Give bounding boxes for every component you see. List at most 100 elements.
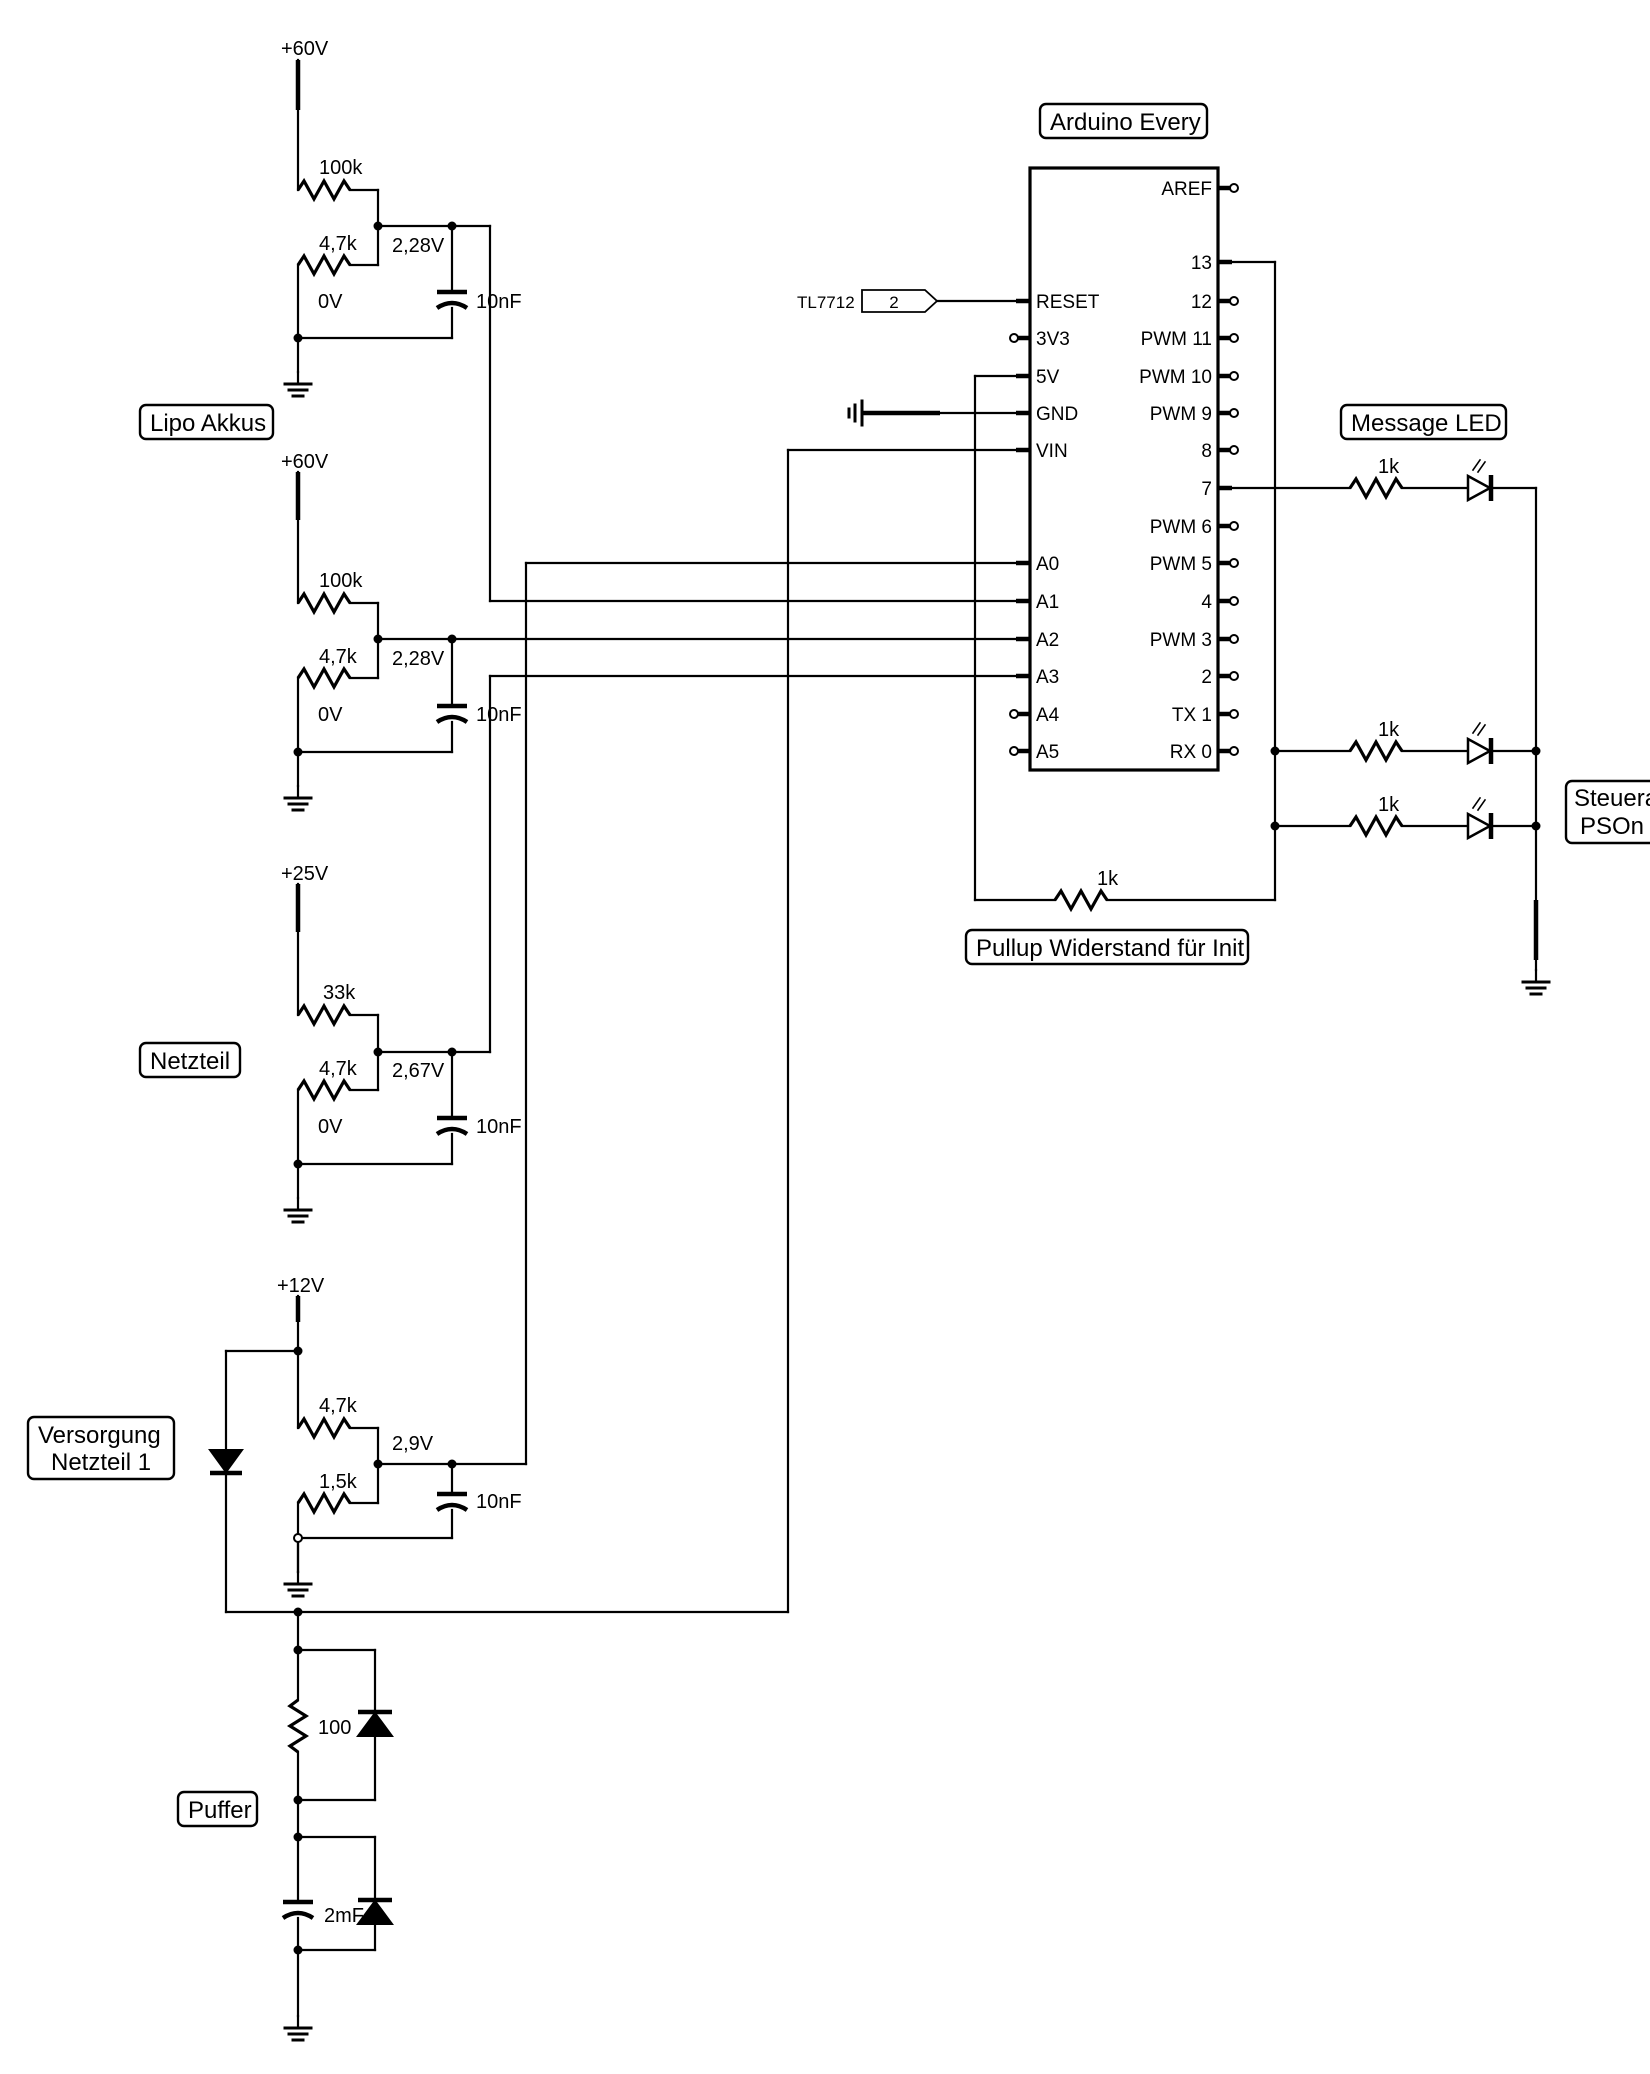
arduino-pin-a0: A0 xyxy=(1016,554,1059,575)
pin-terminal xyxy=(1229,634,1239,644)
capacitor-value: 10nF xyxy=(476,291,522,313)
zero-volt: 0V xyxy=(318,704,343,726)
resistor-top xyxy=(296,1004,352,1026)
ground-icon xyxy=(283,370,313,398)
diode-icon xyxy=(208,1449,244,1474)
arduino-pin-pwm-10: PWM 10 xyxy=(1139,367,1239,388)
resistor-bottom-value: 1,5k xyxy=(319,1471,358,1493)
arduino-pin-gnd: GND xyxy=(1016,404,1078,425)
resistor-bottom-value: 4,7k xyxy=(319,1058,358,1080)
led-icon xyxy=(1466,736,1493,766)
led-resistor xyxy=(1348,815,1404,837)
pin-terminal xyxy=(1229,183,1239,193)
divider-block-2: +60V 100k 4,7k 2,28V 0V 10nF xyxy=(281,451,1032,812)
resistor-bottom-value: 4,7k xyxy=(319,233,358,255)
svg-text:Versorgung: Versorgung xyxy=(38,1422,161,1449)
pin-terminal xyxy=(1009,746,1019,756)
versorgung-label: Versorgung Netzteil 1 xyxy=(26,1415,176,1481)
pin-terminal xyxy=(1229,296,1239,306)
pin-terminal xyxy=(1229,671,1239,681)
pin-label: 2 xyxy=(1201,667,1212,688)
arduino-pin-pwm-6: PWM 6 xyxy=(1150,517,1239,538)
pin-terminal xyxy=(1229,596,1239,606)
divider-block-1: +60V 100k 4,7k 2,28V 0V 10nF xyxy=(281,38,522,398)
arduino-pin-vin: VIN xyxy=(1016,441,1068,462)
resistor-top-value: 100k xyxy=(319,157,363,179)
arduino-title-box xyxy=(1038,102,1209,140)
arduino-pin-pwm-9: PWM 9 xyxy=(1150,404,1239,425)
arduino-title: Arduino Every xyxy=(1050,109,1201,136)
pin-label: 3V3 xyxy=(1036,329,1070,350)
resistor-top xyxy=(296,179,352,201)
arduino-pin-3v3: 3V3 xyxy=(1009,329,1070,350)
arduino-pin-a4: A4 xyxy=(1009,705,1060,726)
puffer-resistor-value: 100 xyxy=(318,1717,351,1739)
arduino-pin-pwm-3: PWM 3 xyxy=(1150,630,1239,651)
pin-terminal xyxy=(1009,709,1019,719)
arduino-pin-pwm-5: PWM 5 xyxy=(1150,554,1239,575)
steuer-label-2: PSOn xyxy=(1580,813,1644,840)
ground-icon xyxy=(1521,968,1551,996)
reset-net-label: TL7712 xyxy=(797,293,855,312)
zero-volt: 0V xyxy=(318,291,343,313)
led-row-2: 1k xyxy=(1273,719,1538,766)
divider-voltage: 2,9V xyxy=(392,1433,434,1455)
capacitor-value: 10nF xyxy=(476,1491,522,1513)
pin-label: RX 0 xyxy=(1170,742,1212,763)
pullup-label: Pullup Widerstand für Init xyxy=(976,935,1244,962)
resistor-top xyxy=(296,1417,352,1439)
pin-label: A2 xyxy=(1036,630,1059,651)
pin-label: PWM 6 xyxy=(1150,517,1212,538)
pin-terminal xyxy=(1229,371,1239,381)
arduino-pin-12: 12 xyxy=(1191,292,1239,313)
pin-label: PWM 9 xyxy=(1150,404,1212,425)
pin-label: VIN xyxy=(1036,441,1068,462)
resistor-bottom xyxy=(296,1079,352,1101)
arduino-pin-reset: RESET xyxy=(1016,292,1100,313)
arduino-pin-a5: A5 xyxy=(1009,742,1059,763)
arduino-pin-13: 13 xyxy=(1191,253,1232,274)
pin-label: PWM 5 xyxy=(1150,554,1212,575)
pin-label: A1 xyxy=(1036,592,1059,613)
pin-label: 5V xyxy=(1036,367,1060,388)
pin-label: TX 1 xyxy=(1172,705,1212,726)
led-row-3: 1k xyxy=(1273,794,1538,841)
arduino-pin-rx-0: RX 0 xyxy=(1170,742,1239,763)
arduino-pin-pwm-11: PWM 11 xyxy=(1141,329,1239,350)
pin-label: PWM 3 xyxy=(1150,630,1212,651)
pin-label: 8 xyxy=(1201,441,1212,462)
resistor-top-value: 4,7k xyxy=(319,1395,358,1417)
pin-label: 7 xyxy=(1201,479,1212,500)
resistor-bottom xyxy=(296,1492,352,1514)
zero-volt: 0V xyxy=(318,1116,343,1138)
capacitor xyxy=(437,706,467,722)
pullup-resistor-value: 1k xyxy=(1097,868,1119,890)
pin-label: 12 xyxy=(1191,292,1212,313)
resistor-bottom xyxy=(296,254,352,276)
supply-label: +25V xyxy=(281,863,329,885)
pin-label: A3 xyxy=(1036,667,1059,688)
pin-label: AREF xyxy=(1161,179,1212,200)
puffer-block: 100 2mF xyxy=(283,1610,394,2042)
arduino-pin-2: 2 xyxy=(1201,667,1239,688)
pin-terminal xyxy=(1009,333,1019,343)
pin-label: GND xyxy=(1036,404,1078,425)
puffer-cap-value: 2mF xyxy=(324,1905,364,1927)
ground-icon xyxy=(283,1196,313,1224)
divider-block-3: +25V 33k 4,7k 2,67V 0V 10nF xyxy=(281,863,522,1224)
arduino-pin-tx-1: TX 1 xyxy=(1172,705,1239,726)
arduino-pin-aref: AREF xyxy=(1161,179,1239,200)
arduino-pin-5v: 5V xyxy=(1016,367,1060,388)
pin-label: A4 xyxy=(1036,705,1060,726)
pin-label: 13 xyxy=(1191,253,1212,274)
divider-voltage: 2,67V xyxy=(392,1060,445,1082)
capacitor xyxy=(283,1902,313,1918)
arduino-every: Arduino Every RESET 3V3 5V GND VIN A0A1A2A3A4… xyxy=(1009,102,1239,772)
pin-terminal xyxy=(1229,408,1239,418)
pin-label: 4 xyxy=(1201,592,1212,613)
divider-block-4: +12V 4,7k 1,5k 2,9V 10nF xyxy=(208,1275,790,1617)
ground-icon xyxy=(283,784,313,812)
supply-label: +12V xyxy=(277,1275,325,1297)
pin-label: A0 xyxy=(1036,554,1059,575)
